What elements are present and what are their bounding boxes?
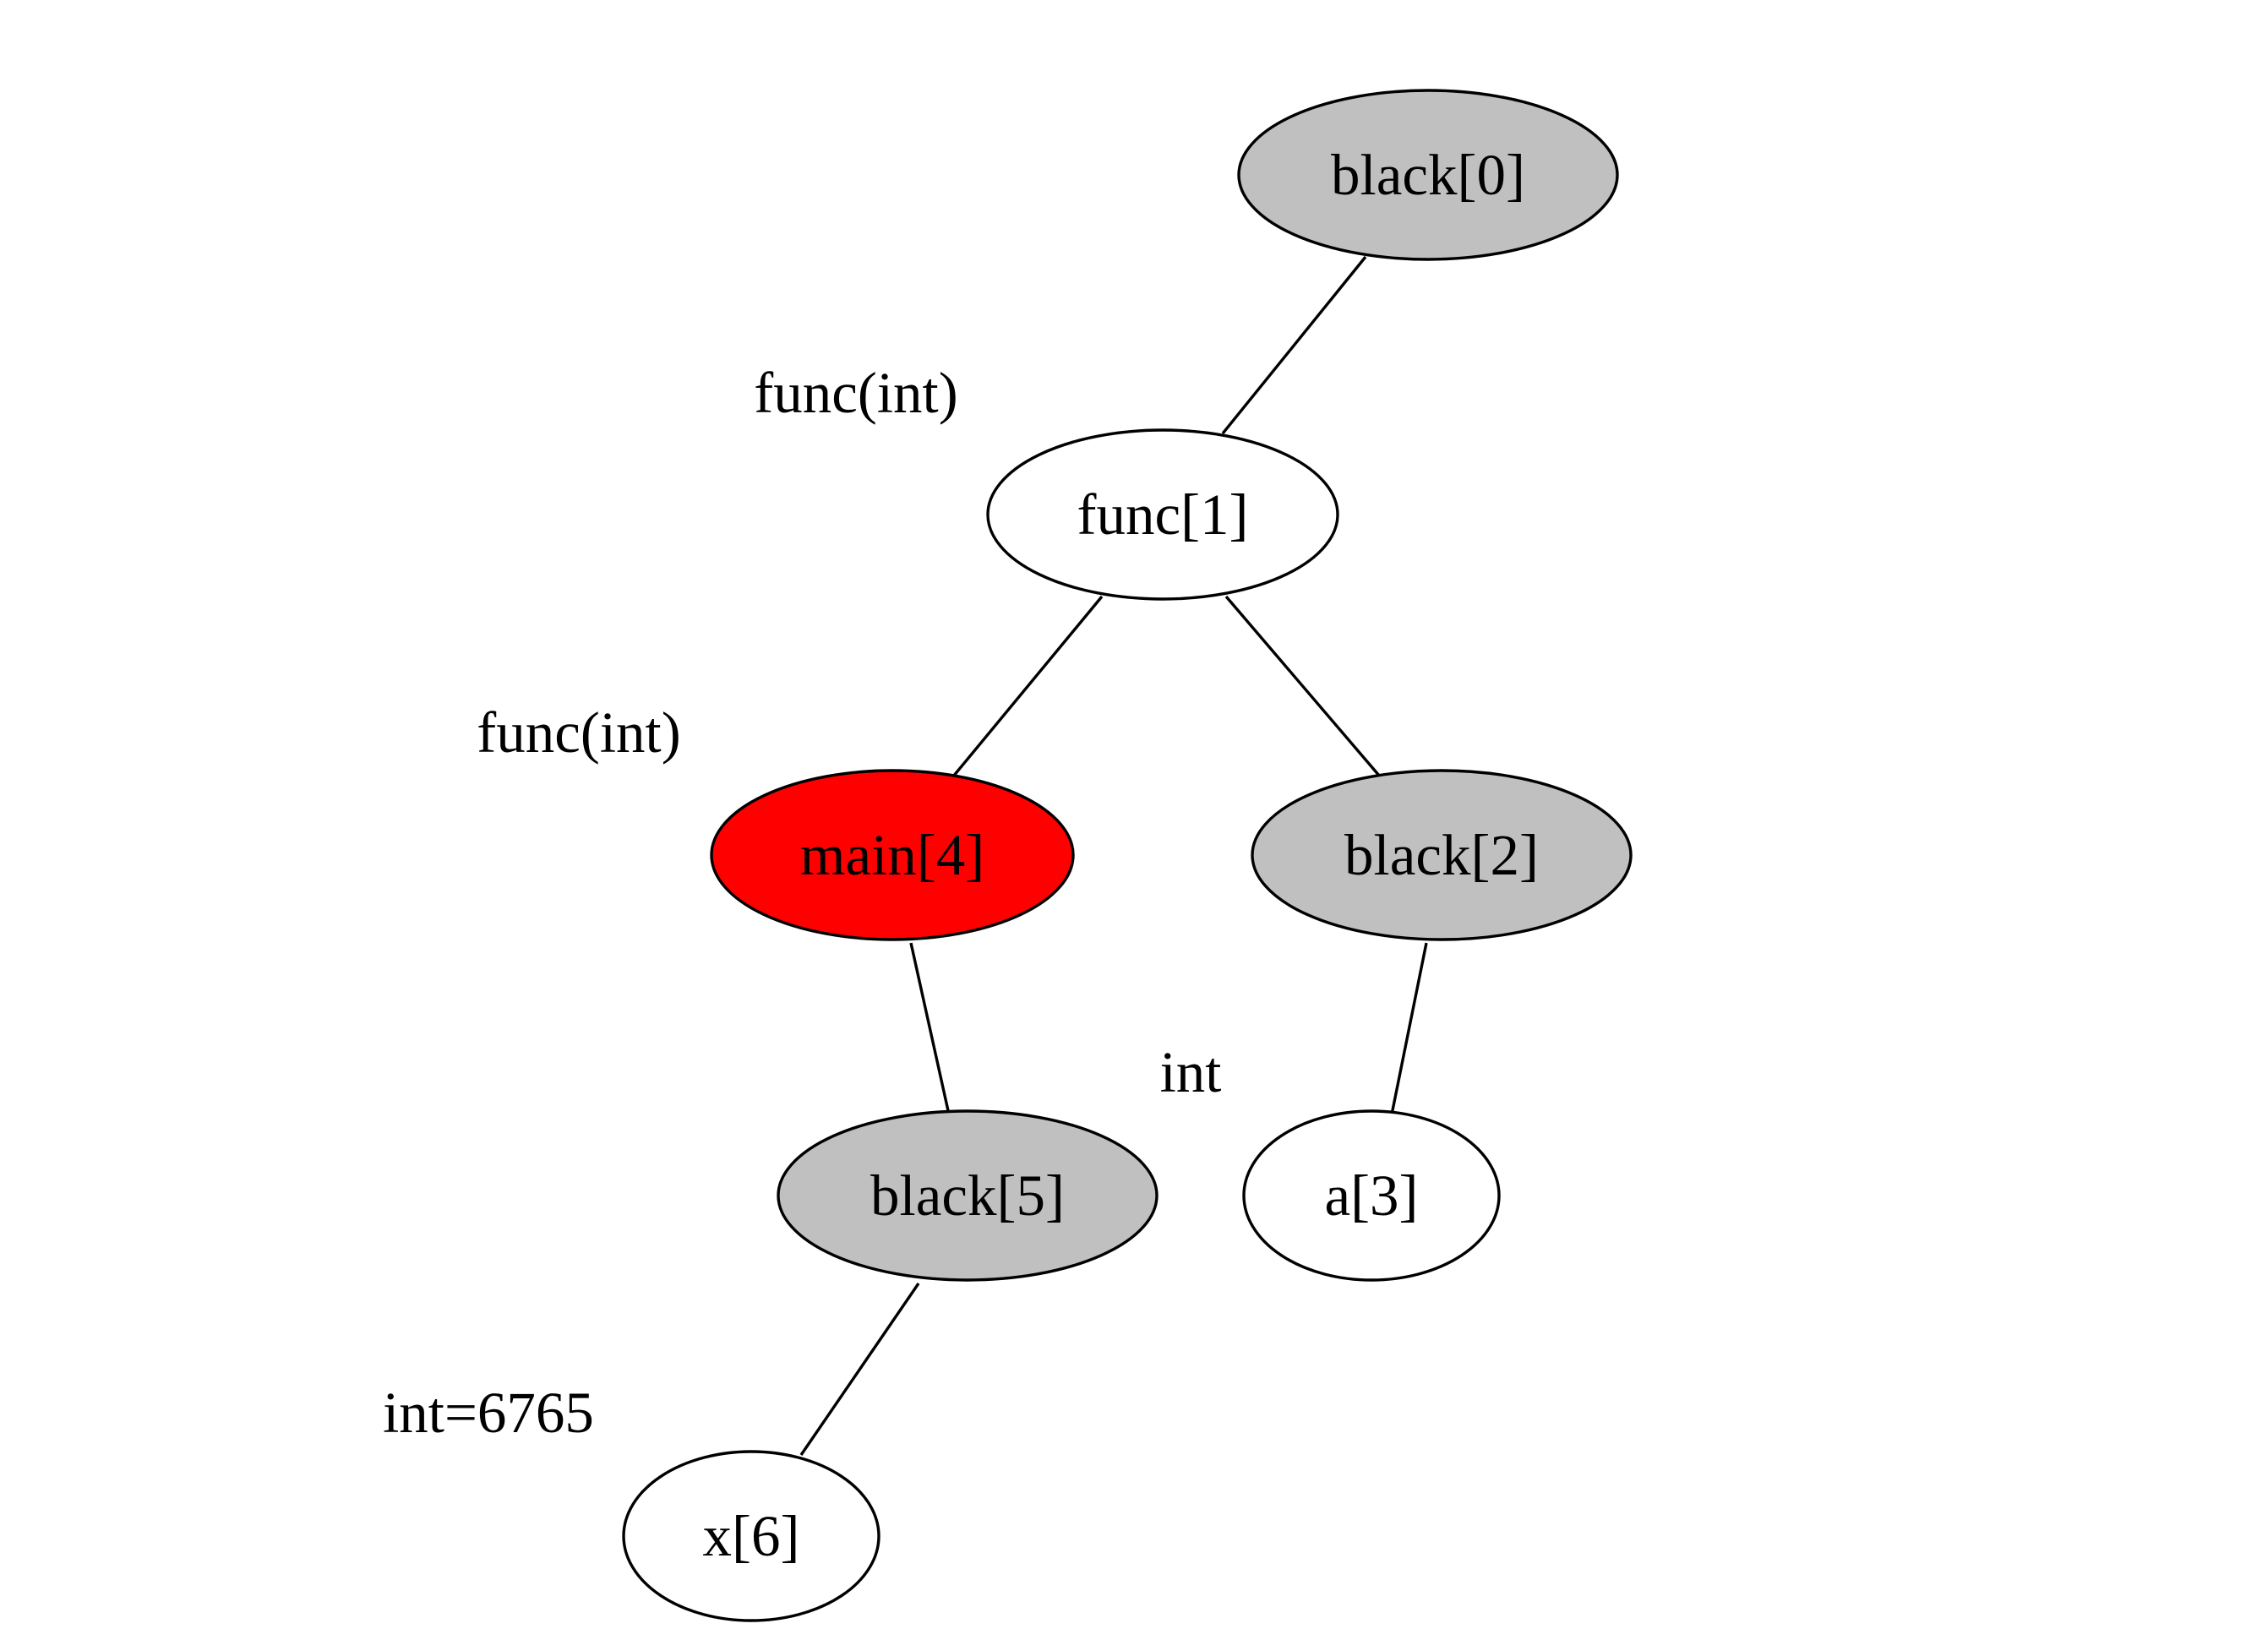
annotation-main4-type: func(int) (477, 700, 680, 765)
node-black2-label: black[2] (1344, 823, 1539, 887)
node-a3-label: a[3] (1324, 1163, 1418, 1228)
edge-black0-func1 (1221, 255, 1367, 435)
edge-black5-x6 (799, 1283, 920, 1456)
node-x6-label: x[6] (703, 1504, 800, 1568)
edges (799, 255, 1428, 1456)
node-x6-shape (622, 1450, 880, 1622)
node-x6: x[6] (622, 1450, 880, 1622)
node-black2-shape (1251, 769, 1633, 941)
node-black5-label: black[5] (870, 1163, 1065, 1228)
node-black0-label: black[0] (1331, 143, 1525, 207)
node-main4-shape (710, 769, 1075, 941)
node-black5-shape (777, 1109, 1159, 1282)
edge-func1-black2 (1224, 595, 1382, 778)
annotation-func1-type: func(int) (754, 361, 957, 425)
node-func1: func[1] (986, 428, 1339, 601)
edge-func1-main4 (951, 595, 1104, 778)
node-main4: main[4] (710, 769, 1075, 941)
node-black0-shape (1237, 89, 1619, 261)
annotation-a3-type: int (1160, 1040, 1222, 1104)
annotation-x6-type: int=6765 (383, 1381, 594, 1445)
node-a3-shape (1242, 1109, 1501, 1282)
node-black2: black[2] (1251, 769, 1633, 941)
node-black5: black[5] (777, 1109, 1159, 1282)
edge-black2-a3 (1390, 942, 1428, 1115)
edge-main4-black5 (909, 942, 951, 1115)
node-black0: black[0] (1237, 89, 1619, 261)
node-func1-shape (986, 428, 1339, 601)
node-func1-label: func[1] (1077, 482, 1248, 547)
node-main4-label: main[4] (800, 823, 984, 887)
node-a3: a[3] (1242, 1109, 1501, 1282)
